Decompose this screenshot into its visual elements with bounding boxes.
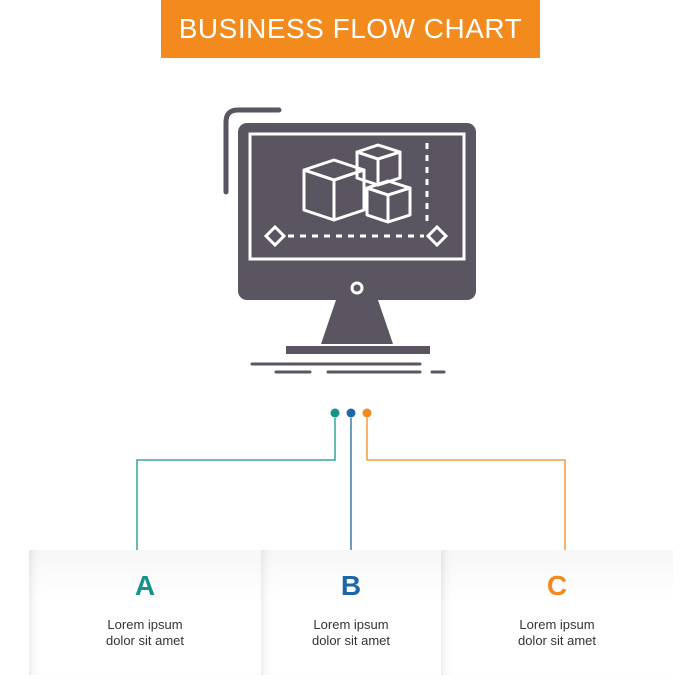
step-text-c-line1: Lorem ipsum bbox=[519, 617, 595, 632]
title-banner: BUSINESS FLOW CHART bbox=[161, 0, 540, 58]
page-title: BUSINESS FLOW CHART bbox=[178, 13, 523, 44]
step-card-c: C Lorem ipsum dolor sit amet bbox=[441, 550, 673, 675]
step-text-b-line1: Lorem ipsum bbox=[313, 617, 389, 632]
connector-dot-b bbox=[346, 408, 356, 418]
step-text-c: Lorem ipsum dolor sit amet bbox=[441, 617, 673, 649]
step-letter-c: C bbox=[546, 570, 568, 601]
flow-connectors bbox=[136, 408, 566, 555]
step-text-a-line1: Lorem ipsum bbox=[107, 617, 183, 632]
connector-dot-a bbox=[330, 408, 340, 418]
connector-dot-c bbox=[362, 408, 372, 418]
step-letter-b: B bbox=[340, 570, 362, 601]
step-letter-a: A bbox=[134, 570, 156, 601]
connector-line-c bbox=[366, 418, 566, 555]
step-text-b: Lorem ipsum dolor sit amet bbox=[281, 617, 421, 649]
computer-monitor-3d-cubes-icon bbox=[223, 107, 476, 374]
step-card-a: A Lorem ipsum dolor sit amet bbox=[29, 550, 261, 675]
step-text-a-line2: dolor sit amet bbox=[105, 633, 185, 648]
step-text-b-line2: dolor sit amet bbox=[311, 633, 391, 648]
step-text-a: Lorem ipsum dolor sit amet bbox=[29, 617, 261, 649]
step-text-c-line2: dolor sit amet bbox=[517, 633, 597, 648]
step-card-b: B Lorem ipsum dolor sit amet bbox=[261, 550, 441, 675]
connector-line-a bbox=[136, 418, 336, 555]
